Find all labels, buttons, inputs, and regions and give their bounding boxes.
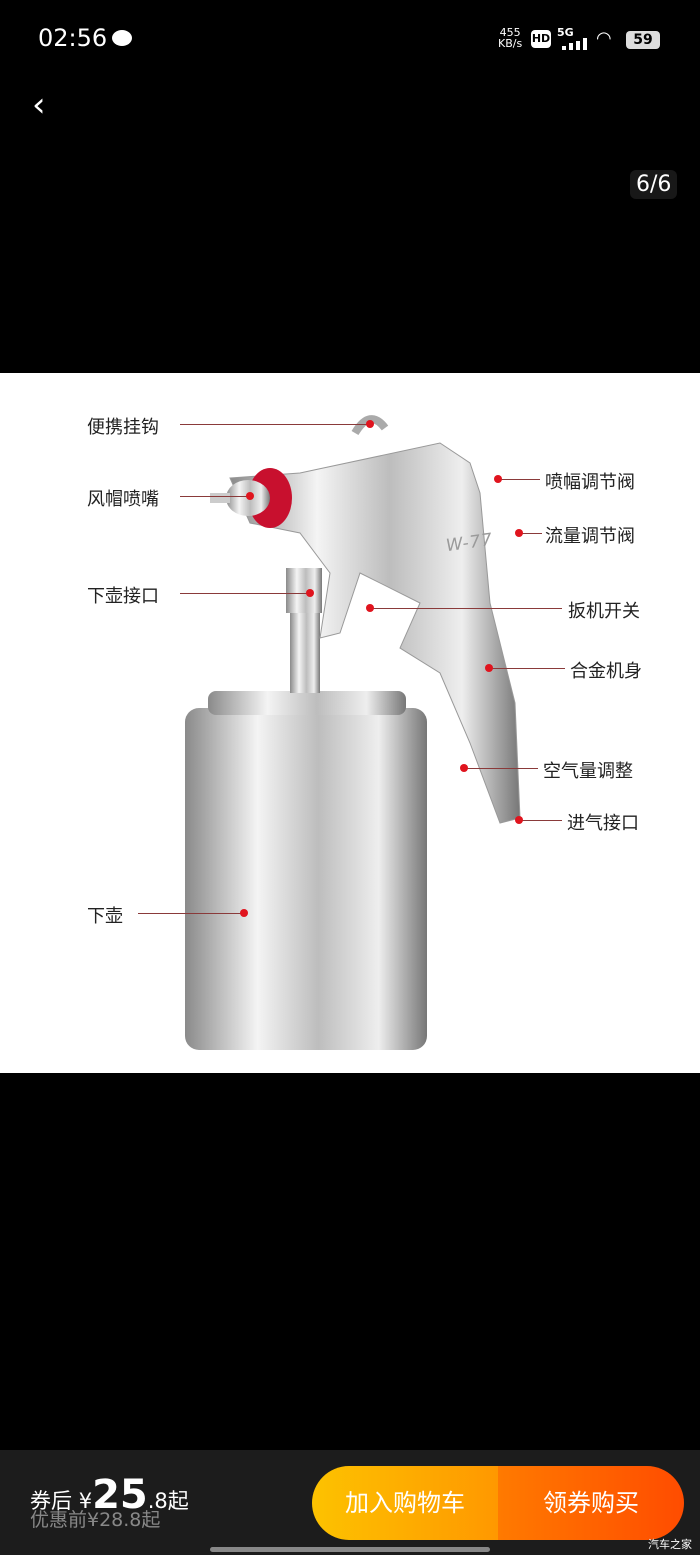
hd-icon: HD	[531, 30, 551, 48]
price-integer: 25	[92, 1472, 148, 1518]
coupon-price: 券后 ¥25.8起	[30, 1472, 189, 1518]
label-pot: 下壶	[87, 906, 123, 927]
label-fan-valve: 喷幅调节阀	[545, 472, 635, 493]
label-trigger: 扳机开关	[568, 601, 640, 622]
battery-icon: 59	[626, 31, 660, 49]
label-alloy-body: 合金机身	[570, 661, 642, 682]
status-time: 02:56	[38, 24, 108, 52]
original-price: 优惠前¥28.8起	[30, 1509, 161, 1531]
home-indicator[interactable]	[210, 1547, 490, 1552]
label-hook: 便携挂钩	[87, 417, 159, 438]
price-decimal: .8	[147, 1489, 168, 1513]
label-air-adjust: 空气量调整	[543, 761, 633, 782]
speed-value: 455	[499, 26, 521, 39]
label-nozzle: 风帽喷嘴	[87, 489, 159, 510]
wifi-icon: ◠	[596, 28, 612, 49]
spray-gun-illustration	[185, 415, 521, 1050]
label-air-inlet: 进气接口	[567, 813, 639, 834]
image-counter: 6/6	[630, 170, 678, 199]
signal-icon	[562, 38, 587, 50]
currency: ¥	[78, 1489, 93, 1513]
back-button[interactable]: ‹	[32, 85, 46, 125]
after-prefix: 券后	[30, 1489, 72, 1513]
claim-coupon-buy-button[interactable]: 领券购买	[498, 1466, 684, 1540]
network-type: 5G	[557, 26, 574, 39]
watermark: 汽车之家	[648, 1538, 692, 1551]
product-image[interactable]: W-77 便携挂钩 风帽喷嘴 下壶接口 下壶 喷幅调节阀 流量调节阀 扳机开关 …	[0, 373, 700, 1073]
message-notification-icon	[112, 30, 132, 46]
label-flow-valve: 流量调节阀	[545, 526, 635, 547]
price-suffix: 起	[167, 1489, 189, 1513]
label-pot-connector: 下壶接口	[87, 586, 159, 607]
speed-unit: KB/s	[498, 37, 523, 50]
add-to-cart-button[interactable]: 加入购物车	[312, 1466, 498, 1540]
